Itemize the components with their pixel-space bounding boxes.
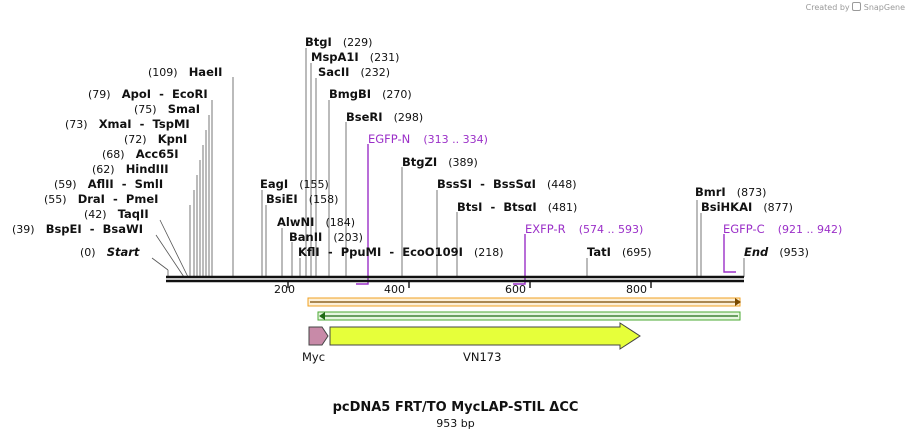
ruler-tick-600: 600 (505, 283, 526, 296)
ruler-tick-400: 400 (384, 283, 405, 296)
myc-feature-arrow (308, 326, 329, 346)
start-label: (0) Start (80, 241, 140, 260)
feature-label-myc: Myc (302, 350, 325, 364)
end-pos: (953) (779, 246, 809, 259)
primer-egfp-c: EGFP-C (921 .. 942) (723, 218, 842, 237)
feature-label-vn173: VN173 (463, 350, 501, 364)
start-pos: (0) (80, 246, 96, 259)
leader-lines (151, 48, 745, 278)
site-sacii: SacII (232) (318, 61, 390, 80)
site-xmai-tspmi: (73) XmaI - TspMI (65, 113, 190, 132)
orf-reverse (317, 311, 741, 321)
site-smai: (75) SmaI (134, 98, 200, 117)
site-bsiei: BsiEI (158) (266, 188, 338, 207)
snapgene-credit: Created by SnapGene (806, 2, 905, 12)
orf-forward (307, 297, 741, 307)
site-bspei-bsawi: (39) BspEI - BsaWI (12, 218, 143, 237)
site-apoi-ecori: (79) ApoI - EcoRI (88, 83, 208, 102)
site-drai-pmei: (55) DraI - PmeI (44, 188, 158, 207)
site-aflii-smli: (59) AflII - SmlI (54, 173, 163, 192)
end-name: End (744, 245, 769, 259)
site-eagi: EagI (155) (260, 173, 329, 192)
dna-backbone (166, 275, 744, 288)
site-bmgbi: BmgBI (270) (329, 83, 412, 102)
site-taqii: (42) TaqII (84, 203, 149, 222)
site-haeii: (109) HaeII (148, 61, 222, 80)
ruler-tick-800: 800 (626, 283, 647, 296)
start-name: Start (107, 245, 140, 259)
primer-egfp-n: EGFP-N (313 .. 334) (368, 128, 488, 147)
site-btsi: BtsI - BtsαI (481) (457, 196, 577, 215)
ruler-tick-200: 200 (274, 283, 295, 296)
site-bseri: BseRI (298) (346, 106, 423, 125)
primer-marks (356, 144, 736, 285)
credit-prefix: Created by (805, 3, 850, 12)
site-acc65i: (68) Acc65I (102, 143, 179, 162)
end-label: End (953) (744, 241, 809, 260)
site-banii: BanII (203) (289, 226, 363, 245)
snapgene-logo-icon (852, 2, 862, 11)
site-btgzi: BtgZI (389) (402, 151, 478, 170)
site-bsssi: BssSI - BssSαI (448) (437, 173, 577, 192)
site-kpni: (72) KpnI (124, 128, 187, 147)
site-bmri: BmrI (873) (695, 181, 766, 200)
site-hindiii: (62) HindIII (92, 158, 169, 177)
vn173-feature-arrow (329, 322, 641, 350)
credit-brand: SnapGene (863, 3, 905, 12)
map-title: pcDNA5 FRT/TO MycLAP-STIL ΔCC (332, 400, 579, 415)
primer-exfp-r: EXFP-R (574 .. 593) (525, 218, 643, 237)
site-mspa1i: MspA1I (231) (311, 46, 399, 65)
site-bsihkai: BsiHKAI (877) (701, 196, 793, 215)
site-tati: TatI (695) (587, 241, 652, 260)
site-kfli-ppumi-ecoo109i: KflI - PpuMI - EcoO109I (218) (298, 241, 504, 260)
site-btgi: BtgI (229) (305, 31, 372, 50)
site-alwni: AlwNI (184) (277, 211, 355, 230)
map-subtitle: 953 bp (436, 417, 475, 430)
